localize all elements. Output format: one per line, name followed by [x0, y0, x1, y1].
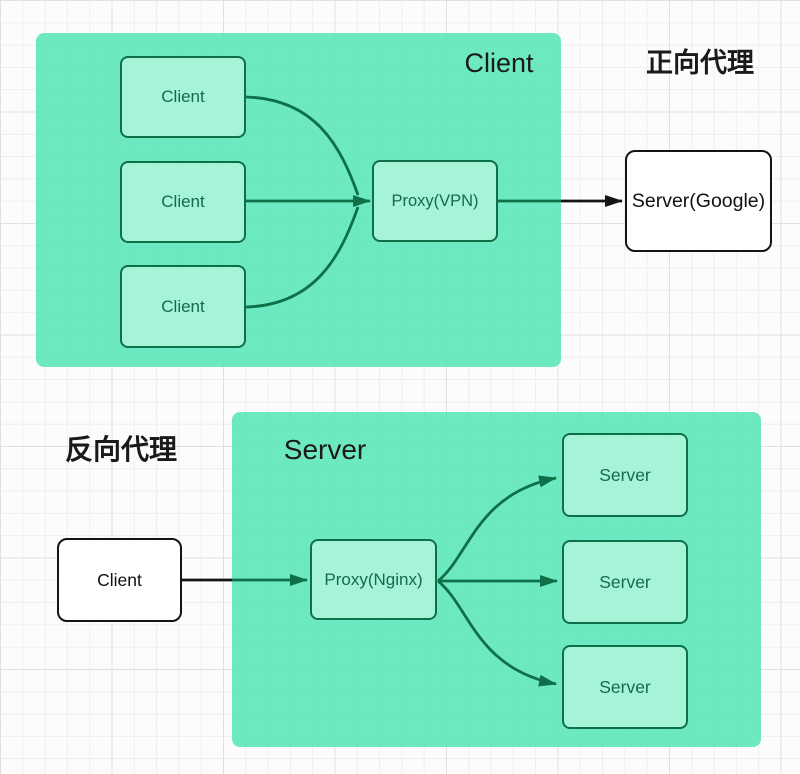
node-reverse-server-2-label: Server [599, 571, 651, 592]
node-reverse-proxy-nginx: Proxy(Nginx) [310, 539, 437, 620]
node-forward-client-1: Client [120, 56, 246, 138]
node-reverse-server-1-label: Server [599, 464, 651, 485]
reverse-proxy-section-title: 反向代理 [64, 434, 177, 465]
node-reverse-client: Client [57, 538, 182, 622]
node-forward-client-1-label: Client [161, 87, 205, 106]
node-reverse-server-2: Server [562, 540, 688, 624]
node-forward-client-3: Client [120, 265, 246, 348]
node-forward-proxy-vpn-label: Proxy(VPN) [391, 191, 479, 210]
node-reverse-server-3: Server [562, 645, 688, 729]
forward-group-title: Client [464, 48, 534, 78]
node-forward-client-2-label: Client [161, 192, 205, 211]
node-forward-client-3-label: Client [161, 296, 205, 316]
node-forward-server-google: Server(Google) [625, 150, 772, 252]
node-reverse-client-label: Client [97, 569, 142, 590]
node-forward-server-google-label: Server(Google) [631, 189, 766, 212]
forward-proxy-section-title: 正向代理 [646, 48, 754, 78]
node-reverse-server-1: Server [562, 433, 688, 517]
node-reverse-proxy-nginx-label: Proxy(Nginx) [324, 569, 423, 589]
node-reverse-server-3-label: Server [599, 676, 651, 697]
reverse-group-title: Server [283, 434, 367, 465]
node-forward-client-2: Client [120, 161, 246, 243]
node-forward-proxy-vpn: Proxy(VPN) [372, 160, 498, 242]
